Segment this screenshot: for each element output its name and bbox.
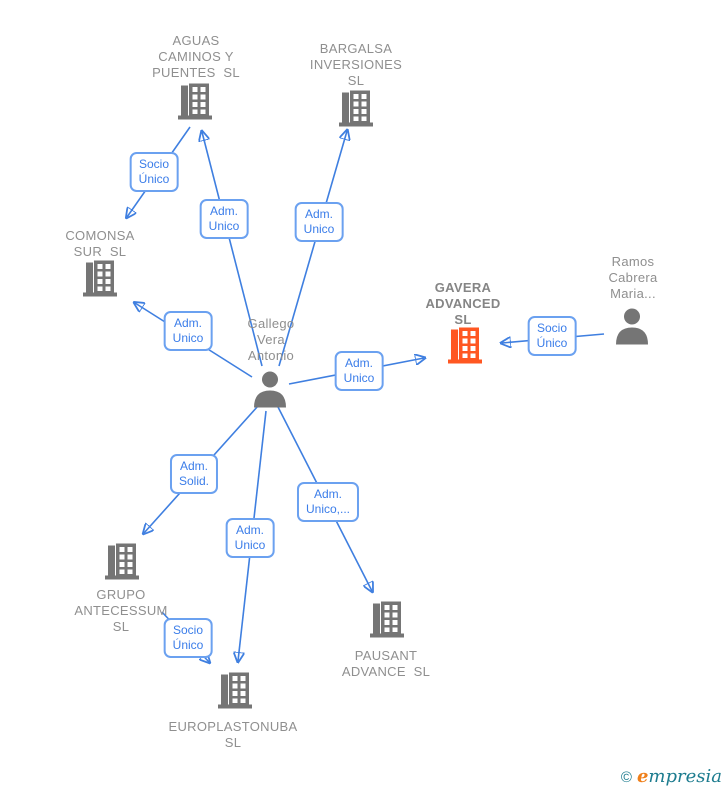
node-label-bargalsa[interactable]: BARGALSA INVERSIONES SL xyxy=(309,41,403,88)
node-label-grupo[interactable]: GRUPO ANTECESSUM SL xyxy=(74,587,168,634)
building-icon[interactable] xyxy=(80,259,120,304)
building-icon[interactable] xyxy=(215,671,255,716)
edge-label-adm-unico-pausant: Adm. Unico,... xyxy=(296,482,360,522)
building-icon-highlighted[interactable] xyxy=(445,326,485,371)
person-icon[interactable] xyxy=(249,369,291,414)
node-label-aguas[interactable]: AGUAS CAMINOS Y PUENTES SL xyxy=(152,33,240,80)
building-icon[interactable] xyxy=(175,82,215,127)
node-label-europlastonuba[interactable]: EUROPLASTONUBA SL xyxy=(168,719,298,750)
edge-label-adm-unico-aguas: Adm. Unico xyxy=(199,199,249,239)
edge-label-adm-unico-bargalsa: Adm. Unico xyxy=(294,202,344,242)
node-label-gavera[interactable]: GAVERA ADVANCED SL xyxy=(425,280,501,327)
edge-label-adm-solid-grupo: Adm. Solid. xyxy=(169,454,219,494)
edge-label-adm-unico-europlastonuba: Adm. Unico xyxy=(225,518,275,558)
empresia-logo[interactable]: © empresia xyxy=(621,766,722,787)
brand-rest: mpresia xyxy=(648,766,722,787)
building-icon[interactable] xyxy=(336,89,376,134)
edge-label-adm-unico-comonsa: Adm. Unico xyxy=(163,311,213,351)
edge-label-socio-unico-europlastonuba: Socio Único xyxy=(163,618,213,658)
edge-label-adm-unico-gavera: Adm. Unico xyxy=(334,351,384,391)
edge-label-socio-unico-comonsa: Socio Único xyxy=(129,152,179,192)
node-label-ramos[interactable]: Ramos Cabrera Maria... xyxy=(608,254,658,301)
building-icon[interactable] xyxy=(367,600,407,645)
person-icon[interactable] xyxy=(611,306,653,351)
building-icon[interactable] xyxy=(102,542,142,587)
brand-wordmark: empresia xyxy=(637,766,722,787)
edge-label-socio-unico-gavera: Socio Único xyxy=(527,316,577,356)
node-label-gallego[interactable]: Gallego Vera Antonio xyxy=(247,316,295,363)
edge-gallego-aguas xyxy=(202,132,263,367)
node-label-comonsa[interactable]: COMONSA SUR SL xyxy=(65,228,135,259)
edge-gallego-bargalsa xyxy=(278,131,347,367)
copyright-icon: © xyxy=(620,769,632,786)
brand-letter-e: e xyxy=(636,766,649,787)
node-label-pausant[interactable]: PAUSANT ADVANCE SL xyxy=(341,648,431,679)
